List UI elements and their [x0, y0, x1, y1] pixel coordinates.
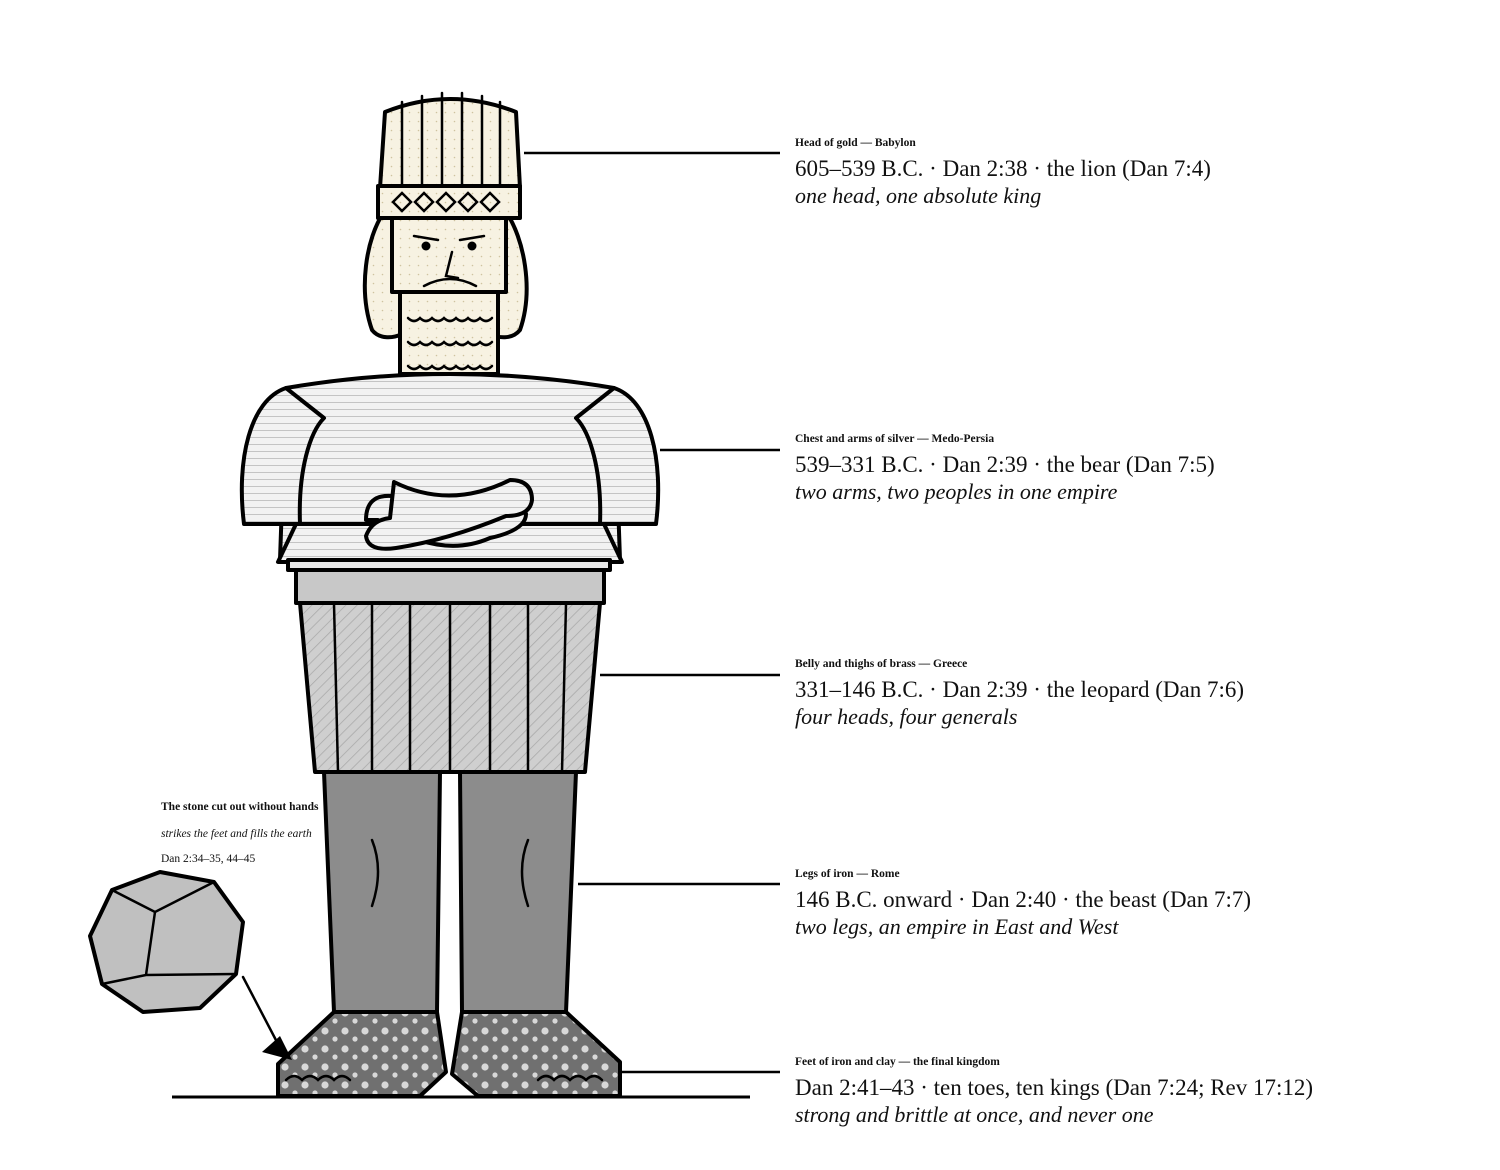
- crown-ribs: [400, 91, 502, 188]
- crown-diamonds: [391, 191, 501, 213]
- label-brass: Belly and thighs of brass — Greece 331–1…: [795, 658, 1244, 729]
- head-of-gold: [362, 91, 529, 376]
- stone-arrow-shaft: [241, 975, 280, 1046]
- stone-arrow-head: [262, 1036, 292, 1060]
- stone-shape: [88, 870, 245, 1014]
- arm-left: [239, 386, 326, 526]
- chest-of-silver: [239, 372, 661, 572]
- label-silver-note: two arms, two peoples in one empire: [795, 479, 1118, 504]
- label-silver-detail: 539–331 B.C. · Dan 2:39 · the bear (Dan …: [795, 452, 1215, 477]
- mouth: [422, 277, 478, 288]
- label-gold-note: one head, one absolute king: [795, 183, 1041, 208]
- label-stone-title: The stone cut out without hands: [161, 801, 319, 813]
- toes-left: [284, 1074, 352, 1082]
- label-gold-detail: 605–539 B.C. · Dan 2:38 · the lion (Dan …: [795, 156, 1211, 181]
- knee-left: [370, 838, 380, 908]
- crown: [378, 97, 522, 190]
- label-brass-title: Belly and thighs of brass — Greece: [795, 658, 967, 670]
- label-silver-title: Chest and arms of silver — Medo-Persia: [795, 433, 994, 445]
- foot-right: [450, 1010, 622, 1098]
- label-silver: Chest and arms of silver — Medo-Persia 5…: [795, 433, 1215, 504]
- label-brass-detail: 331–146 B.C. · Dan 2:39 · the leopard (D…: [795, 677, 1244, 702]
- belt: [294, 568, 606, 605]
- arm-right: [574, 386, 661, 526]
- belly-of-brass: [294, 568, 606, 774]
- label-iron-note: two legs, an empire in East and West: [795, 914, 1119, 939]
- label-stone-note: strikes the feet and fills the earth: [161, 828, 312, 840]
- crown-band: [376, 184, 522, 220]
- label-gold-title: Head of gold — Babylon: [795, 137, 916, 149]
- beard-curls: [406, 316, 494, 371]
- forearm-upper: [364, 478, 534, 551]
- brow-left: [412, 234, 440, 242]
- legs-of-iron: [322, 770, 578, 1014]
- label-clay-title: Feet of iron and clay — the final kingdo…: [795, 1056, 1000, 1068]
- label-iron-detail: 146 B.C. onward · Dan 2:40 · the beast (…: [795, 887, 1251, 912]
- knee-right: [520, 838, 530, 908]
- label-gold: Head of gold — Babylon 605–539 B.C. · Da…: [795, 137, 1211, 208]
- label-iron: Legs of iron — Rome 146 B.C. onward · Da…: [795, 868, 1251, 939]
- label-stone-reference: Dan 2:34–35, 44–45: [161, 853, 255, 865]
- eye-right: [467, 241, 477, 251]
- label-clay-note: strong and brittle at once, and never on…: [795, 1102, 1154, 1127]
- label-iron-title: Legs of iron — Rome: [795, 868, 900, 880]
- label-clay-detail: Dan 2:41–43 · ten toes, ten kings (Dan 7…: [795, 1075, 1313, 1100]
- label-brass-note: four heads, four generals: [795, 704, 1017, 729]
- leg-right: [458, 770, 578, 1014]
- label-clay: Feet of iron and clay — the final kingdo…: [795, 1056, 1313, 1127]
- foot-left: [276, 1010, 448, 1098]
- leg-left: [322, 770, 442, 1014]
- stone: [88, 870, 292, 1060]
- skirt-folds: [332, 602, 568, 774]
- label-stone: The stone cut out without hands strikes …: [161, 801, 319, 865]
- brow-right: [458, 234, 486, 242]
- eye-left: [421, 241, 431, 251]
- stone-facets: [100, 880, 238, 986]
- nose: [444, 250, 460, 280]
- beard: [398, 280, 500, 376]
- feet-of-clay: [276, 1010, 622, 1098]
- leader-lines: [524, 151, 780, 1074]
- toes-right: [536, 1074, 604, 1082]
